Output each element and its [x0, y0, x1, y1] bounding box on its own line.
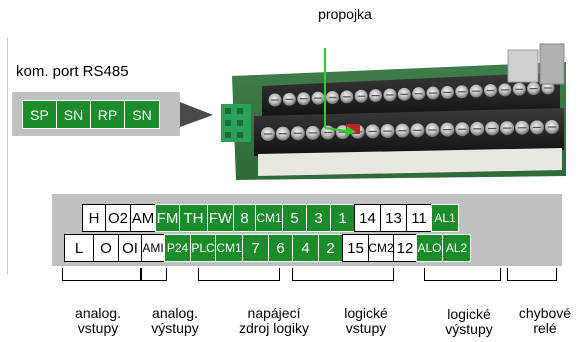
- terminal-ami: AMI: [141, 234, 165, 262]
- terminal-8: 8: [233, 204, 256, 232]
- rs485-pin: RP: [91, 101, 125, 128]
- terminal-cm1: CM1: [255, 204, 283, 232]
- terminal-7: 7: [242, 234, 269, 262]
- relay-connector: [507, 49, 539, 83]
- terminal-5: 5: [282, 204, 307, 232]
- group-bracket: [62, 268, 141, 281]
- terminal-al2: AL2: [442, 234, 471, 262]
- group-label-analog-outputs: analog.výstupy: [151, 305, 199, 336]
- terminal-cm1: CM1: [215, 234, 243, 262]
- terminal-al1: AL1: [431, 204, 459, 232]
- port-pointer-arrow: [180, 102, 213, 127]
- terminal-6: 6: [268, 234, 293, 262]
- rs485-pin: SN: [57, 101, 91, 128]
- jumper-part: [346, 124, 360, 134]
- jumper-callout-label: propojka: [318, 6, 372, 22]
- terminal-alo: ALO: [416, 234, 443, 262]
- terminal-o2: O2: [105, 204, 131, 232]
- rear-terminal-strip: [262, 72, 560, 118]
- terminal-2: 2: [318, 234, 343, 262]
- terminal-p24: P24: [164, 234, 191, 262]
- group-label-analog-inputs: analog.vstupy: [75, 305, 121, 336]
- rs485-pin: SN: [125, 101, 159, 128]
- terminal-15: 15: [342, 234, 369, 262]
- terminal-4: 4: [292, 234, 319, 262]
- rs485-pin-panel: SP SN RP SN: [12, 92, 180, 136]
- terminal-12: 12: [393, 234, 417, 262]
- terminal-cm2: CM2: [368, 234, 394, 262]
- terminal-1: 1: [330, 204, 355, 232]
- terminal-h: H: [82, 204, 106, 232]
- terminal-am: AM: [130, 204, 156, 232]
- group-bracket: [198, 268, 280, 281]
- group-bracket: [424, 268, 501, 281]
- group-bracket: [507, 268, 557, 281]
- terminal-th: TH: [179, 204, 208, 232]
- terminal-fm: FM: [155, 204, 180, 232]
- left-border-line: [7, 38, 8, 274]
- terminal-label-strip: [258, 148, 562, 176]
- rs485-port-label: kom. port RS485: [16, 63, 129, 80]
- terminal-l: L: [64, 234, 94, 262]
- terminal-fw: FW: [207, 204, 234, 232]
- terminal-13: 13: [380, 204, 407, 232]
- terminal-oi: OI: [118, 234, 142, 262]
- group-bracket: [292, 268, 394, 281]
- terminal-14: 14: [354, 204, 381, 232]
- group-bracket: [141, 268, 167, 281]
- terminal-o: O: [93, 234, 119, 262]
- terminal-3: 3: [306, 204, 331, 232]
- terminal-plc: PLC: [190, 234, 216, 262]
- rs485-pin: SP: [23, 101, 57, 128]
- terminal-11: 11: [406, 204, 432, 232]
